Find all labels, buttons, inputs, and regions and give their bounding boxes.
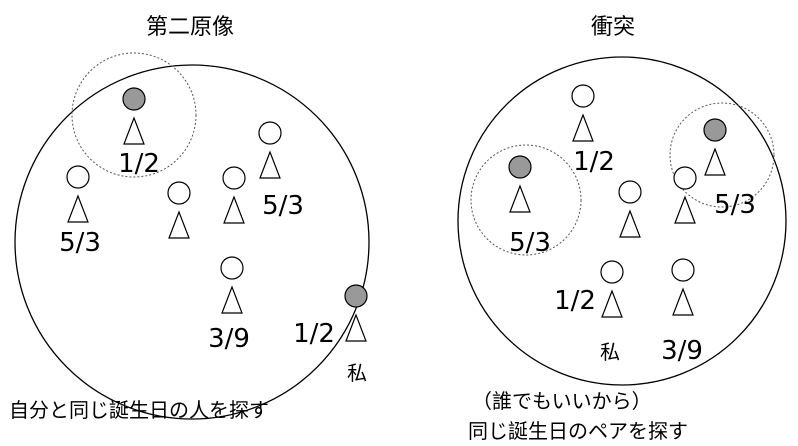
label-date: 5/3 [59,228,101,258]
person-head [258,121,282,145]
label-me: 私 [600,340,620,364]
label-date: 3/9 [208,324,250,354]
label-date: 1/2 [573,147,615,177]
person-body [672,287,694,316]
left-population-circle [14,64,370,420]
person-head [344,284,368,308]
person [220,256,244,314]
left-caption: 自分と同じ誕生日の人を探す [9,398,269,422]
label-date: 5/3 [714,190,756,220]
label-date: 5/3 [262,191,304,221]
person-body [67,194,89,223]
person-body [509,184,531,213]
person-head [122,87,146,111]
label-date: 1/2 [554,286,596,316]
person-body [674,195,696,224]
right-population-circle [457,56,787,386]
left-title: 第二原像 [146,15,234,40]
person-gray [508,155,532,213]
person-head [673,166,697,190]
label-date: 1/2 [118,149,160,179]
person-head [222,166,246,190]
person-me [600,260,624,318]
person-head [66,165,90,189]
person-body [572,113,594,142]
person-body [345,313,367,342]
person [673,166,697,224]
person [167,181,191,239]
person-gray [703,118,727,176]
person [258,121,282,179]
person-me [344,284,368,342]
person [671,258,695,316]
person-body [221,285,243,314]
right-title: 衝突 [591,15,635,40]
person-body [619,209,641,238]
right-caption-line2: 同じ誕生日のペアを探す [468,419,688,443]
person-body [168,210,190,239]
person-head [220,256,244,280]
person [222,166,246,224]
label-date: 5/3 [509,228,551,258]
person-head [618,180,642,204]
person-head [671,258,695,282]
person-body [223,195,245,224]
left-match-highlight [71,52,197,178]
label-date: 1/2 [293,319,335,349]
person-head [571,84,595,108]
left-panel: 第二原像 1/2 5/3 5/3 [9,15,370,422]
person-gray-1 [122,87,146,145]
right-match-highlight [669,102,775,208]
person [618,180,642,238]
person-body [259,150,281,179]
person-head [703,118,727,142]
person [571,84,595,142]
person-head [600,260,624,284]
right-panel: 衝突 1/2 5/3 5/3 [457,15,787,443]
label-date: 3/9 [661,336,703,366]
person-head [167,181,191,205]
person-body [601,289,623,318]
label-me: 私 [347,361,367,385]
person-body [704,147,726,176]
person-head [508,155,532,179]
right-caption-line1: （誰でもいいから） [472,389,652,413]
person-body [123,116,145,145]
right-match-highlight [470,144,582,256]
person [66,165,90,223]
